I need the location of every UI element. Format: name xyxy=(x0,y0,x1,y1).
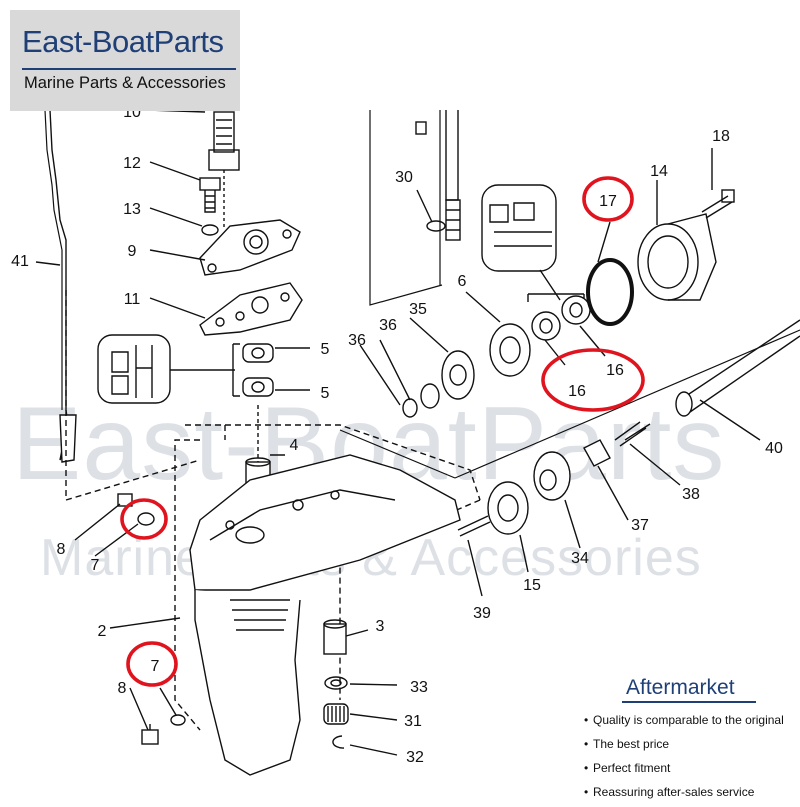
callout-7-upper: 7 xyxy=(91,557,100,574)
lower-casing-body xyxy=(194,590,301,776)
callout-30: 30 xyxy=(395,169,413,186)
bushing-3 xyxy=(323,623,347,655)
bullet-icon: • xyxy=(584,785,589,799)
callout-5-upper: 5 xyxy=(321,341,330,358)
callout-16-right: 16 xyxy=(606,362,624,379)
pump-housing xyxy=(199,219,301,276)
highlight-16 xyxy=(541,348,645,412)
bushing-16a xyxy=(531,311,561,341)
benefit-item: •Quality is comparable to the original xyxy=(584,713,784,727)
callout-4: 4 xyxy=(290,437,299,454)
bullet-icon: • xyxy=(584,761,589,775)
washer-7-upper xyxy=(137,512,155,526)
callout-34: 34 xyxy=(571,550,589,567)
callout-8-upper: 8 xyxy=(57,541,66,558)
shift-rod xyxy=(49,109,71,461)
bullet-icon: • xyxy=(584,737,589,751)
callout-35: 35 xyxy=(409,301,427,318)
brand-tagline: Marine Parts & Accessories xyxy=(24,74,226,92)
callout-39: 39 xyxy=(473,605,491,622)
brand-divider xyxy=(22,68,236,70)
aftermarket-benefits: •Quality is comparable to the original •… xyxy=(584,711,784,807)
callout-36-upper: 36 xyxy=(379,317,397,334)
callout-8-lower: 8 xyxy=(118,680,127,697)
bolt-8-lower xyxy=(141,729,159,745)
shim-36a xyxy=(420,383,440,409)
pinion-gear xyxy=(441,350,475,400)
bolt-8-upper xyxy=(117,493,133,507)
callout-13: 13 xyxy=(123,201,141,218)
gasket xyxy=(199,282,303,336)
shim-36b xyxy=(402,398,418,418)
washer-7-lower xyxy=(170,714,186,726)
clutch-dog xyxy=(583,439,611,467)
callout-15: 15 xyxy=(523,577,541,594)
spring xyxy=(614,421,651,447)
brand-logo: East-BoatParts Marine Parts & Accessorie… xyxy=(10,10,240,111)
brand-name: East-BoatParts xyxy=(22,24,224,59)
callout-41: 41 xyxy=(11,253,29,270)
callout-2: 2 xyxy=(98,623,107,640)
o-ring xyxy=(586,258,634,326)
callout-33: 33 xyxy=(410,679,428,696)
callout-37: 37 xyxy=(631,517,649,534)
bearing-15 xyxy=(487,481,529,535)
callout-31: 31 xyxy=(404,713,422,730)
callout-5-lower: 5 xyxy=(321,385,330,402)
bearing-upper xyxy=(242,343,274,363)
callout-14: 14 xyxy=(650,163,668,180)
aftermarket-underline xyxy=(622,701,756,703)
highlight-17 xyxy=(582,176,634,222)
callout-32: 32 xyxy=(406,749,424,766)
bearing-lower xyxy=(242,377,274,397)
lower-casing-top xyxy=(189,454,461,591)
callout-38: 38 xyxy=(682,486,700,503)
callout-16-left: 16 xyxy=(568,383,586,400)
callout-36-lower: 36 xyxy=(348,332,366,349)
highlight-7-lower xyxy=(126,641,178,687)
bearing-6 xyxy=(489,323,531,377)
detail-inset-left xyxy=(97,334,171,404)
benefit-item: •Reassuring after-sales service xyxy=(584,785,755,799)
water-pipe xyxy=(213,111,235,153)
callout-18: 18 xyxy=(712,128,730,145)
pin-39 xyxy=(457,515,491,537)
highlight-7-upper xyxy=(120,498,168,540)
bullet-icon: • xyxy=(584,713,589,727)
aftermarket-title: Aftermarket xyxy=(626,676,735,699)
detail-inset-right xyxy=(481,184,557,272)
callout-40: 40 xyxy=(765,440,783,457)
callout-7-lower: 7 xyxy=(151,658,160,675)
callout-11: 11 xyxy=(124,291,141,308)
benefit-item: •Perfect fitment xyxy=(584,761,671,775)
washer-33 xyxy=(324,676,348,690)
forward-gear xyxy=(533,451,571,501)
circlip xyxy=(332,735,345,749)
callout-6: 6 xyxy=(458,273,467,290)
callout-9: 9 xyxy=(128,243,137,260)
propeller-shaft xyxy=(679,319,800,413)
benefit-item: •The best price xyxy=(584,737,670,751)
callout-17: 17 xyxy=(599,193,617,210)
callout-3: 3 xyxy=(376,618,385,635)
callout-12: 12 xyxy=(123,155,141,172)
bushing-16b xyxy=(561,295,591,325)
